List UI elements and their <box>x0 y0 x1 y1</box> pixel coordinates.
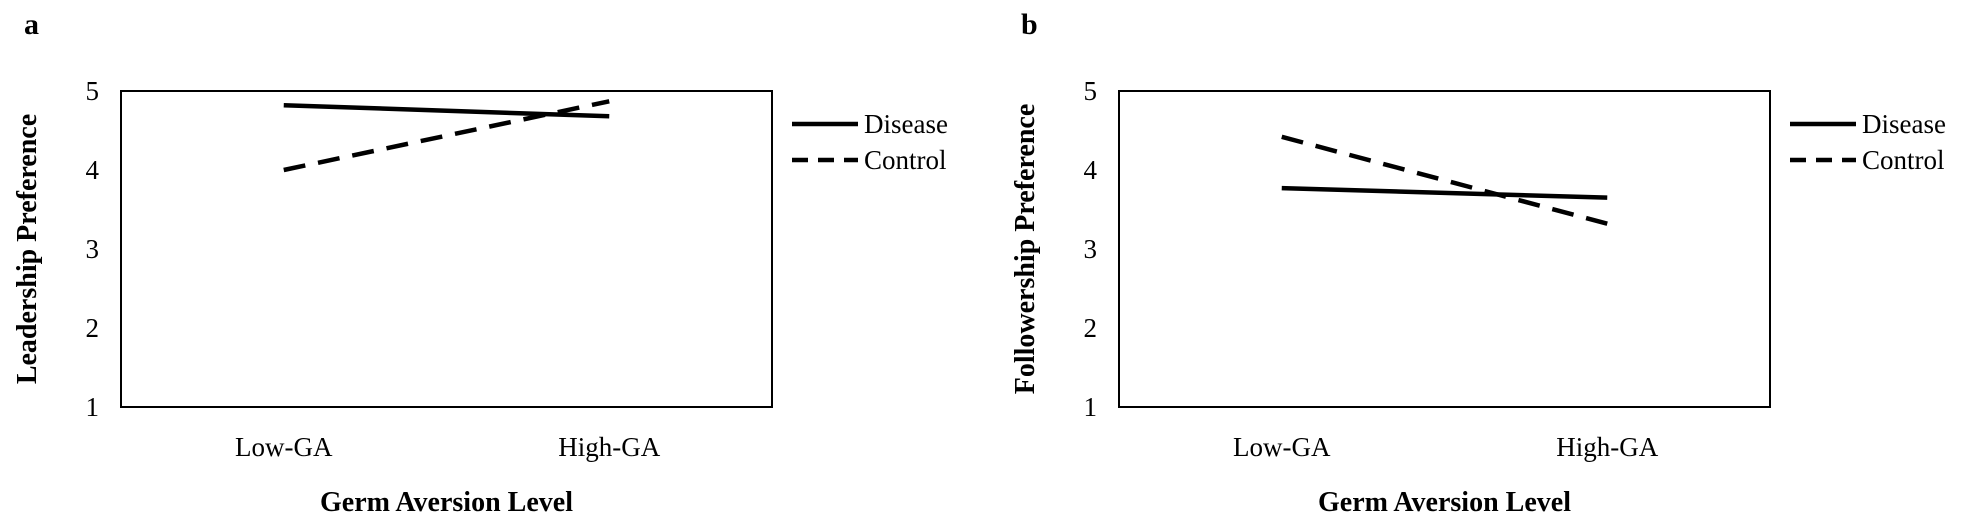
plot-frame-b <box>1118 90 1771 408</box>
panel-a-label: a <box>24 8 39 41</box>
legend-label-disease: Disease <box>864 109 948 139</box>
x-axis-title: Germ Aversion Level <box>320 487 573 518</box>
y-tick-label: 1 <box>1084 392 1098 422</box>
series-line-disease <box>283 102 610 119</box>
y-tick-label: 3 <box>86 234 100 264</box>
y-tick-label: 4 <box>86 155 100 185</box>
x-tick-label: High-GA <box>558 432 660 462</box>
series-line-control <box>283 99 610 173</box>
x-tick-label: Low-GA <box>235 432 333 462</box>
y-tick-label: 1 <box>86 392 100 422</box>
y-axis-title: Followership Preference <box>1010 104 1041 395</box>
legend-label-control: Control <box>864 145 947 175</box>
y-axis-title: Leadership Preference <box>12 114 43 384</box>
panel-b-label: b <box>1021 8 1038 41</box>
plot-frame-a <box>120 90 773 408</box>
x-tick-label: Low-GA <box>1233 432 1331 462</box>
series-line-disease <box>1281 185 1608 200</box>
y-tick-label: 3 <box>1084 234 1098 264</box>
legend-label-disease: Disease <box>1862 109 1946 139</box>
x-tick-label: High-GA <box>1556 432 1658 462</box>
y-tick-label: 4 <box>1084 155 1098 185</box>
y-tick-label: 5 <box>1084 76 1098 106</box>
x-axis-title: Germ Aversion Level <box>1318 487 1571 518</box>
y-tick-label: 2 <box>1084 313 1098 343</box>
y-tick-label: 5 <box>86 76 100 106</box>
y-tick-label: 2 <box>86 313 100 343</box>
legend-label-control: Control <box>1862 145 1945 175</box>
series-line-control <box>1281 134 1608 226</box>
